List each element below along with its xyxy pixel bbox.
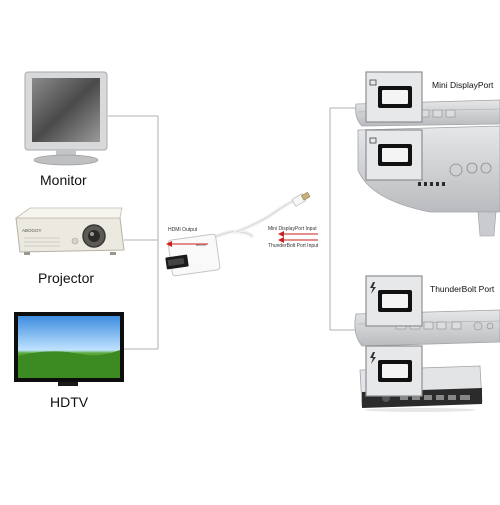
hdtv-label: HDTV — [50, 394, 89, 410]
port-callout-2 — [365, 129, 423, 181]
port-callout-1 — [365, 71, 423, 123]
hdmi-output-label: HDMI Output — [168, 227, 198, 233]
projector-brand-text: ABOGOY — [22, 228, 42, 233]
adapter-body — [165, 233, 221, 277]
adapter-brand-text: Benfei — [196, 243, 206, 247]
port-callout-4 — [365, 345, 423, 397]
mini-displayport-input-label: Mini DisplayPort Input — [268, 226, 317, 232]
hdtv-icon — [14, 312, 124, 386]
right-connector-lines — [329, 107, 356, 331]
thunderbolt-port-input-label: ThunderBolt Port Input — [268, 243, 319, 249]
output-arrow — [166, 241, 208, 247]
adapter-cable — [210, 191, 311, 240]
port-callout-3 — [365, 275, 423, 327]
left-connector-lines — [108, 115, 159, 350]
input-arrow-2 — [278, 237, 318, 243]
mini-displayport-label: Mini DisplayPort — [432, 80, 494, 90]
thunderbolt-port-label: ThunderBolt Port — [430, 284, 495, 294]
projector-label: Projector — [38, 270, 95, 286]
input-arrow-1 — [278, 231, 318, 237]
monitor-label: Monitor — [40, 172, 87, 188]
monitor-icon — [24, 71, 108, 166]
projector-icon — [14, 207, 125, 255]
